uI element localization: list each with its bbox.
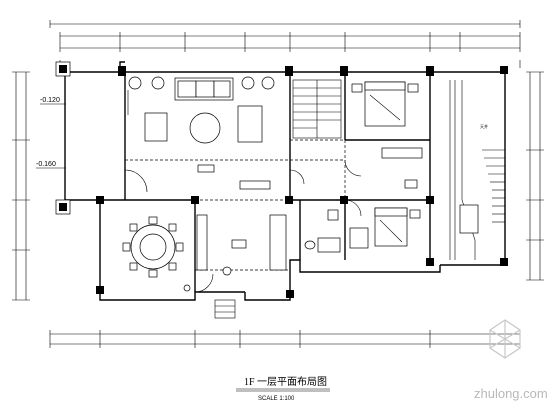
dining-table-set [122,216,184,278]
interior-walls [100,72,456,292]
top-dimension-lines [49,20,521,68]
level-mark-lower: -0.160 [36,161,56,168]
entrance-steps [214,299,236,319]
courtyard-stairs [459,80,505,260]
watermark-logo [489,319,521,359]
left-dimension-lines [12,71,30,301]
bottom-dimension-lines [49,330,521,348]
exterior-walls [64,61,506,301]
kitchen-fixtures [183,214,287,292]
drawing-title: 1F 一层平面布局图 [244,376,327,388]
drawing-scale: SCALE 1:100 [258,396,295,402]
level-marker-2: -0.160 [36,161,66,169]
right-dimension-lines [526,71,544,281]
door-swings [124,159,362,293]
level-mark-upper: -0.120 [40,97,60,104]
level-marker-1: -0.120 [40,97,66,105]
structural-columns [55,61,508,298]
staircase [292,79,342,139]
master-bedroom-furniture [351,81,423,189]
title-block: 1F 一层平面布局图 SCALE 1:100 [236,376,330,402]
watermark-text: zhulong.com [474,386,548,401]
dashed-area-lines [125,139,346,271]
room-label: 天井 [480,123,488,129]
living-room-furniture [127,76,275,190]
bathroom-fixtures [304,209,341,253]
second-bedroom-furniture [349,207,421,249]
